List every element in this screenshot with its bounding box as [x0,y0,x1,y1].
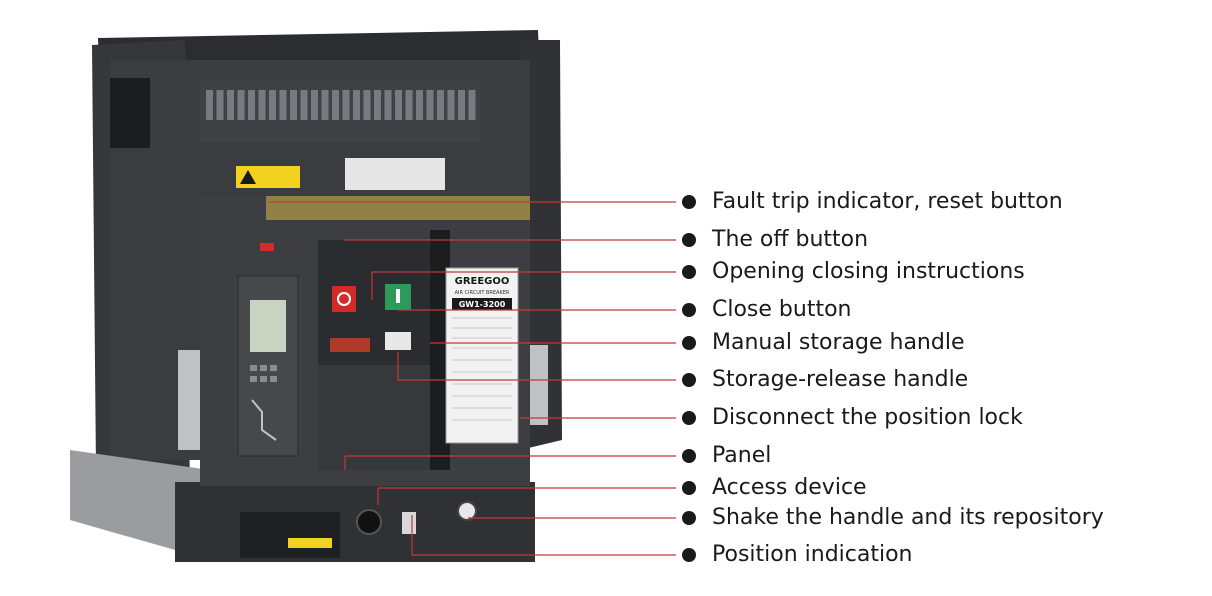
manual-storage-handle [430,230,450,470]
terminal [258,90,266,120]
terminal [363,90,371,120]
callout-bullet [682,411,696,425]
callout-label: Manual storage handle [712,330,965,355]
callout-label: Storage-release handle [712,367,969,392]
off-button [332,286,356,312]
access-device-socket [356,509,382,535]
nameplate-subtitle: AIR CIRCUIT BREAKER [455,290,510,296]
callout-bullet [682,548,696,562]
nameplate [445,267,519,444]
callout-bullet [682,511,696,525]
callout-label: Opening closing instructions [712,259,1025,284]
terminal [332,90,339,120]
trip-unit-display [250,300,286,352]
callout-label: Close button [712,297,852,322]
terminal [237,90,245,120]
terminal [279,90,287,120]
terminal [426,90,434,120]
terminal [342,90,350,120]
nameplate-brand: GREEGOO [455,276,510,287]
terminal [206,90,213,120]
terminal [248,90,255,120]
callout-bullet [682,303,696,317]
open-close-indicator [330,338,370,352]
terminal [458,90,465,120]
front-panel: GREEGOO AIR CIRCUIT BREAKER GW1-3200 [200,196,530,486]
callout-label: The off button [712,227,869,252]
terminal [227,90,234,120]
breaker-body [70,30,562,562]
terminal [290,90,297,120]
crank-handle-socket [457,501,477,521]
terminal [300,90,308,120]
callout-bullet [682,336,696,350]
terminal [468,90,476,120]
terminal [216,90,224,120]
callout-label: Disconnect the position lock [712,405,1023,430]
callout-label: Shake the handle and its repository [712,505,1104,530]
terminal [321,90,329,120]
callout-bullet [682,265,696,279]
callout-bullet [682,481,696,495]
callout-label: Access device [712,475,867,500]
fault-trip-indicator [260,243,274,251]
terminal [374,90,381,120]
terminal [311,90,318,120]
terminal [416,90,423,120]
position-indicator-strip [288,538,332,548]
terminal [447,90,455,120]
terminal [353,90,360,120]
callout-bullet [682,449,696,463]
terminal [269,90,276,120]
callout-label: Fault trip indicator, reset button [712,189,1063,214]
base-plate [175,482,535,562]
storage-indicator [385,332,411,350]
terminal [384,90,392,120]
nameplate-model: GW1-3200 [459,300,506,309]
callout-label: Panel [712,443,772,468]
callout-label: Position indication [712,542,913,567]
terminal [405,90,413,120]
accessory-label [345,158,445,190]
callout-bullet [682,195,696,209]
terminal [395,90,402,120]
callout-bullet [682,373,696,387]
callout-bullet [682,233,696,247]
terminal [437,90,444,120]
